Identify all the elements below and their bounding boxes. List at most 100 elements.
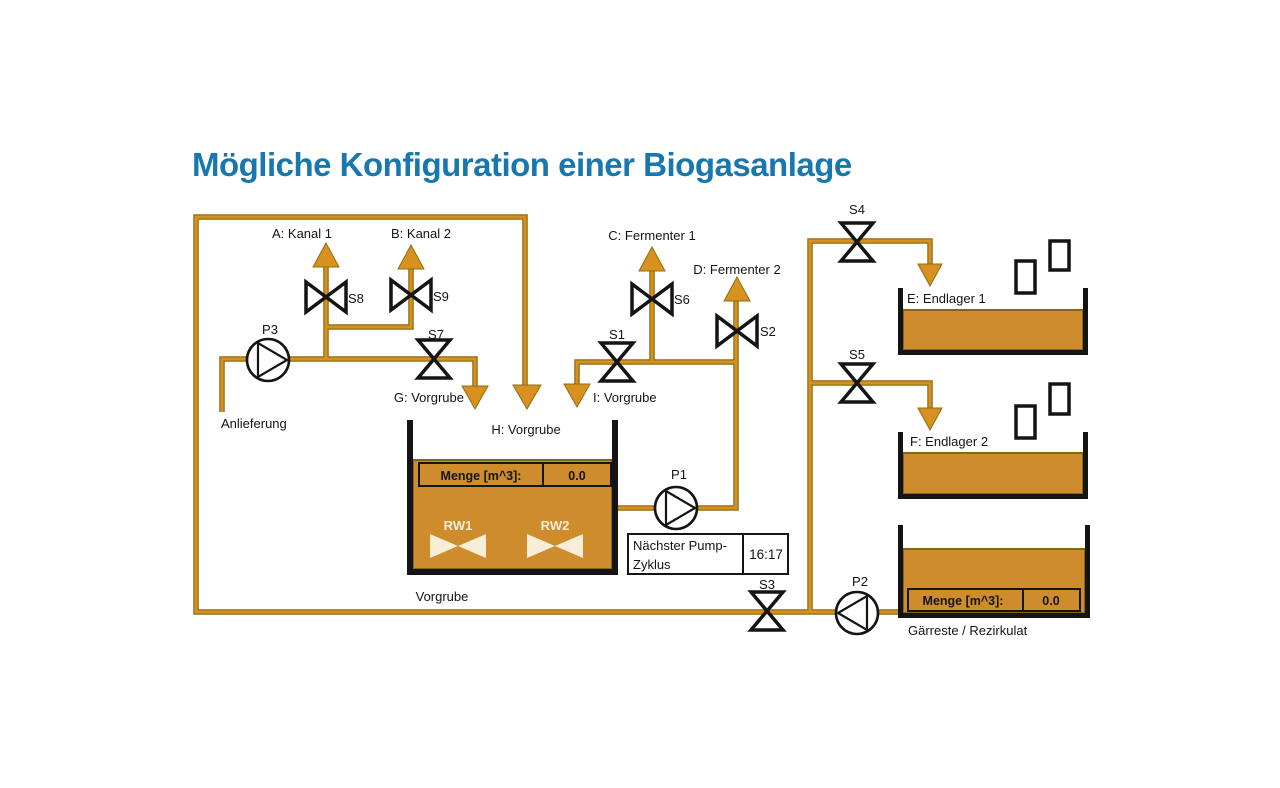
valve-s2-icon (715, 312, 759, 350)
valve-s7-label: S7 (428, 327, 444, 342)
arrow-to-fermenter1 (638, 245, 666, 272)
valve-s8-label: S8 (348, 291, 364, 306)
label-kanal2: B: Kanal 2 (391, 226, 451, 241)
pump-p3-label: P3 (262, 322, 278, 337)
pump-p1: P1 (653, 467, 699, 531)
pump-cycle-label-line1: Nächster Pump- (633, 538, 727, 553)
valve-s9-icon (389, 276, 433, 314)
endlager1-tank: E: Endlager 1 (898, 239, 1088, 355)
pipe-right-riser-s4 (808, 239, 932, 612)
pump-cycle-frame (627, 533, 789, 575)
valves: S8 S9 S6 S2 S7 S1 S3 S4 (304, 202, 877, 632)
valve-s7-icon (414, 338, 454, 380)
arrow-to-kanal2 (397, 243, 425, 270)
valve-s2: S2 (715, 312, 776, 350)
label-i-vorgrube: I: Vorgrube (593, 390, 657, 405)
pump-cycle-time: 16:17 (749, 547, 783, 562)
agitator-rw2-icon (527, 534, 583, 558)
label-fermenter1: C: Fermenter 1 (608, 228, 695, 243)
pump-p2-label: P2 (852, 574, 868, 589)
label-endlager2: F: Endlager 2 (910, 434, 988, 449)
valve-s3-icon (747, 590, 787, 632)
pipes-core (194, 215, 932, 614)
label-h-vorgrube: H: Vorgrube (491, 422, 560, 437)
pump-p1-rotor (664, 489, 698, 527)
arrow-to-vorgrube-h (512, 384, 542, 410)
digestate-wall-right (1085, 525, 1090, 618)
valve-s3-label: S3 (759, 577, 775, 592)
pumps: P3 P1 P2 (245, 322, 880, 636)
endlager1-wall-left (898, 288, 903, 355)
arrow-to-vorgrube-i (563, 383, 591, 409)
valve-s7: S7 (414, 327, 454, 380)
label-digestate: Gärreste / Rezirkulat (908, 623, 1028, 638)
label-vorgrube: Vorgrube (416, 589, 469, 604)
endlager2-liquid (902, 452, 1084, 495)
arrow-to-kanal1 (312, 241, 340, 268)
valve-s9-label: S9 (433, 289, 449, 304)
vorgrube-wall-left (407, 420, 413, 575)
label-g-vorgrube: G: Vorgrube (394, 390, 464, 405)
valve-s6-label: S6 (674, 292, 690, 307)
endlager1-liquid (902, 309, 1084, 351)
pipe-s5-branch (810, 381, 932, 412)
digestate-menge-label: Menge [m^3]: (923, 594, 1004, 608)
pump-p2-rotor (835, 594, 869, 632)
pump-p3: P3 (245, 322, 291, 383)
valve-s5-label: S5 (849, 347, 865, 362)
pipe-s9-branch (326, 269, 413, 329)
pump-cycle-label-line2: Zyklus (633, 557, 671, 572)
valve-s4-label: S4 (849, 202, 865, 217)
pump-cycle-box: Nächster Pump- Zyklus 16:17 (627, 533, 789, 575)
valve-s2-label: S2 (760, 324, 776, 339)
valve-s5: S5 (837, 347, 877, 404)
endlager1-wall-bottom (898, 350, 1088, 355)
agitator-rw1-icon (430, 534, 486, 558)
arrow-to-fermenter2 (723, 275, 751, 302)
valve-s4: S4 (837, 202, 877, 263)
valve-s1-icon (597, 341, 637, 383)
valve-s5-icon (837, 362, 877, 404)
flow-arrows (312, 241, 943, 432)
digestate-menge-value: 0.0 (1042, 594, 1059, 608)
valve-s8-icon (304, 278, 348, 316)
endlager2-gas-symbol-2 (1048, 382, 1071, 416)
endlager2-wall-left (898, 432, 903, 499)
valve-s9: S9 (389, 276, 449, 314)
pump-p1-label: P1 (671, 467, 687, 482)
valve-s3: S3 (747, 577, 787, 632)
flow-labels: A: Kanal 1 B: Kanal 2 C: Fermenter 1 D: … (221, 226, 781, 431)
pump-p2: P2 (834, 574, 880, 636)
arrow-to-endlager1 (917, 263, 943, 288)
endlager1-gas-symbol-2 (1048, 239, 1071, 272)
arrow-to-vorgrube-g (461, 385, 489, 411)
valve-s4-icon (837, 221, 877, 263)
endlager2-tank: F: Endlager 2 (898, 382, 1088, 499)
digestate-wall-left (898, 525, 903, 618)
digestate-wall-bottom (898, 613, 1090, 618)
label-endlager1: E: Endlager 1 (907, 291, 986, 306)
vorgrube-wall-right (612, 420, 618, 575)
endlager2-wall-bottom (898, 494, 1088, 499)
vorgrube-tank: Menge [m^3]: 0.0 RW1 RW2 H: Vorgrube Vor… (407, 420, 618, 604)
agitator-rw2-label: RW2 (541, 518, 570, 533)
label-fermenter2: D: Fermenter 2 (693, 262, 780, 277)
valve-s6-icon (630, 280, 674, 318)
valve-s1-label: S1 (609, 327, 625, 342)
vorgrube-menge-display (418, 462, 612, 487)
valve-s1: S1 (597, 327, 637, 383)
pump-p3-rotor (256, 341, 290, 379)
vorgrube-menge-label: Menge [m^3]: (441, 469, 522, 483)
vorgrube-menge-value: 0.0 (568, 469, 585, 483)
valve-s6: S6 (630, 280, 690, 318)
label-kanal1: A: Kanal 1 (272, 226, 332, 241)
digestate-tank: Menge [m^3]: 0.0 Gärreste / Rezirkulat (898, 525, 1090, 638)
label-anlieferung: Anlieferung (221, 416, 287, 431)
endlager2-wall-right (1083, 432, 1088, 499)
agitator-rw1-label: RW1 (444, 518, 473, 533)
endlager1-wall-right (1083, 288, 1088, 355)
pipe-recirculation-loop (194, 215, 899, 614)
vorgrube-wall-bottom (407, 569, 618, 575)
valve-s8: S8 (304, 278, 364, 316)
